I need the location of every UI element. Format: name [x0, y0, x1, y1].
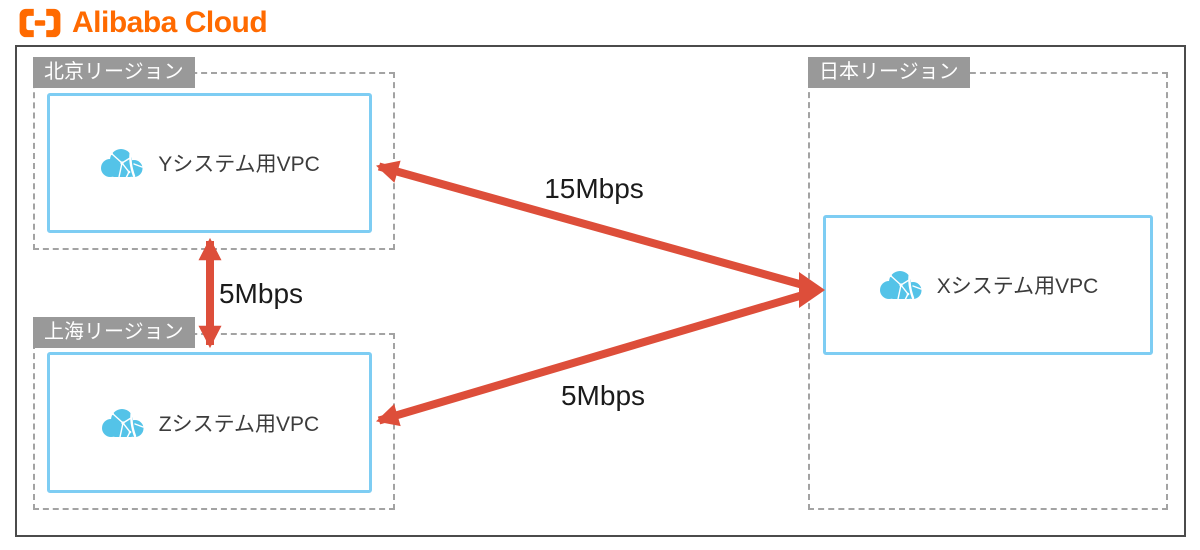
region-beijing-label: 北京リージョン	[33, 57, 195, 88]
region-japan-label: 日本リージョン	[808, 57, 970, 88]
vpc-y-box: Yシステム用VPC	[47, 93, 372, 233]
alibaba-cloud-logo: Alibaba Cloud	[17, 6, 268, 40]
alibaba-cloud-logo-text: Alibaba Cloud	[72, 6, 268, 39]
vpc-cloud-icon	[101, 408, 144, 439]
bandwidth-label-y-z: 5Mbps	[218, 278, 304, 309]
vpc-z-label: Zシステム用VPC	[158, 412, 320, 436]
vpc-cloud-icon	[101, 149, 143, 179]
vpc-z-box: Zシステム用VPC	[47, 352, 372, 493]
region-shanghai-label: 上海リージョン	[33, 317, 195, 348]
bandwidth-label-y-x: 15Mbps	[544, 173, 644, 204]
vpc-x-label: Xシステム用VPC	[936, 275, 1099, 298]
vpc-cloud-icon	[879, 271, 922, 301]
vpc-x-box: Xシステム用VPC	[823, 215, 1153, 355]
vpc-y-label: Yシステム用VPC	[158, 153, 320, 176]
bandwidth-label-z-x: 5Mbps	[560, 380, 646, 411]
alibaba-cloud-logo-icon	[19, 8, 61, 38]
